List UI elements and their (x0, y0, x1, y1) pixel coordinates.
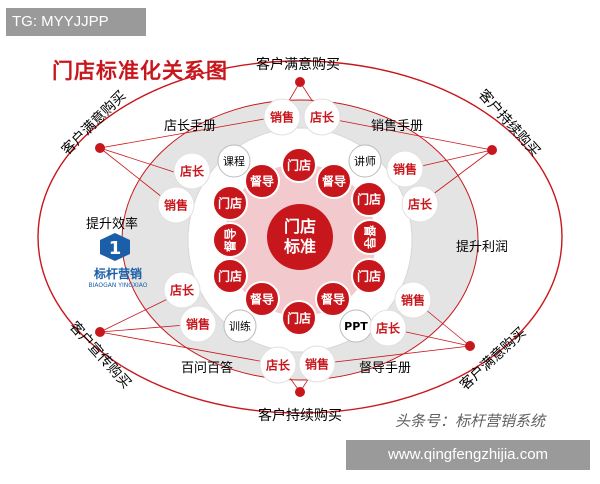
sales-node (179, 305, 217, 343)
supervisor-node-label: 督导 (321, 292, 345, 307)
store-node-label: 门店 (357, 269, 381, 284)
sales-node-label: 销售 (401, 293, 425, 308)
store-node (281, 147, 317, 183)
supervisor-node (244, 163, 280, 199)
manager-node-label: 店长 (170, 283, 195, 298)
sales-node-label: 销售 (164, 198, 188, 213)
supervisor-node (352, 219, 388, 255)
manager-node-label: 店长 (180, 164, 205, 179)
logo-subtitle: BIAOGAN YINGXIAO (88, 282, 148, 289)
manager-node (163, 271, 201, 309)
supervisor-node-label: 督导 (223, 228, 238, 252)
label-course: 课程 (223, 155, 245, 168)
sales-node (394, 281, 432, 319)
center-line-2: 标准 (283, 237, 316, 256)
sales-node-label: 销售 (186, 317, 210, 332)
supervisor-node (316, 163, 352, 199)
bottom-watermark: www.qingfengzhijia.com (346, 440, 590, 470)
label-ppt: PPT (344, 320, 368, 333)
sales-node-label: 销售 (270, 110, 294, 125)
store-node (351, 258, 387, 294)
label-supervisor-manual: 督导手册 (359, 361, 411, 376)
svg-text:1: 1 (109, 238, 122, 259)
manager-node-label: 店长 (408, 197, 433, 212)
label-sales-manual: 销售手册 (371, 118, 423, 134)
sales-node (386, 150, 424, 188)
label-outer-top: 客户满意购买 (256, 56, 340, 73)
store-node-label: 门店 (287, 158, 311, 173)
store-node (212, 185, 248, 221)
supervisor-node-label: 督导 (250, 292, 274, 307)
label-outer-top-left: 客户满意购买 (58, 87, 129, 158)
label-qa: 百问百答 (181, 360, 233, 376)
label-outer-bottom: 客户持续购买 (258, 407, 342, 424)
manager-node (303, 98, 341, 136)
manager-node (369, 309, 407, 347)
supervisor-node-label: 督导 (250, 174, 274, 189)
sales-node-label: 销售 (305, 357, 329, 372)
store-node-label: 门店 (357, 192, 381, 207)
supervisor-node (315, 281, 351, 317)
supervisor-node (212, 222, 248, 258)
label-training: 训练 (229, 319, 251, 333)
store-node (281, 300, 317, 336)
manager-node (259, 346, 297, 384)
outer-ellipse (37, 60, 563, 414)
sales-node-label: 销售 (393, 162, 417, 177)
label-lecturer: 讲师 (354, 154, 376, 168)
center-line-1: 门店 (284, 217, 316, 236)
brand-logo: 1 标杆营销 BIAOGAN YINGXIAO (83, 232, 153, 302)
label-store-manual: 店长手册 (164, 119, 216, 134)
supervisor-node-label: 督导 (363, 225, 378, 249)
logo-name: 标杆营销 (93, 267, 142, 281)
label-efficiency: 提升效率 (86, 216, 138, 232)
supervisor-node-label: 督导 (322, 174, 346, 189)
store-node (351, 181, 387, 217)
store-node (212, 258, 248, 294)
manager-node-label: 店长 (266, 358, 291, 373)
center-node (267, 204, 333, 270)
logo-mark-icon: 1 (100, 233, 130, 261)
manager-node (401, 185, 439, 223)
manager-node-label: 店长 (376, 321, 401, 336)
manager-node (173, 152, 211, 190)
label-profit: 提升利润 (456, 239, 508, 255)
inner-white-nodes (217, 144, 382, 343)
sales-node (298, 345, 336, 383)
manager-node-label: 店长 (310, 110, 335, 125)
store-node-label: 门店 (218, 196, 242, 211)
store-node-label: 门店 (218, 269, 242, 284)
diagram-title: 门店标准化关系图 (52, 59, 228, 83)
supervisor-node (244, 281, 280, 317)
corner-watermark: 头条号：标杆营销系统 (395, 412, 546, 430)
store-node-label: 门店 (287, 311, 311, 326)
sales-node (263, 98, 301, 136)
corner-dots (95, 77, 497, 397)
top-watermark: TG: MYYJJPP (6, 8, 146, 36)
label-outer-bottom-right: 客户满意购买 (456, 324, 529, 394)
sales-node (157, 186, 195, 224)
